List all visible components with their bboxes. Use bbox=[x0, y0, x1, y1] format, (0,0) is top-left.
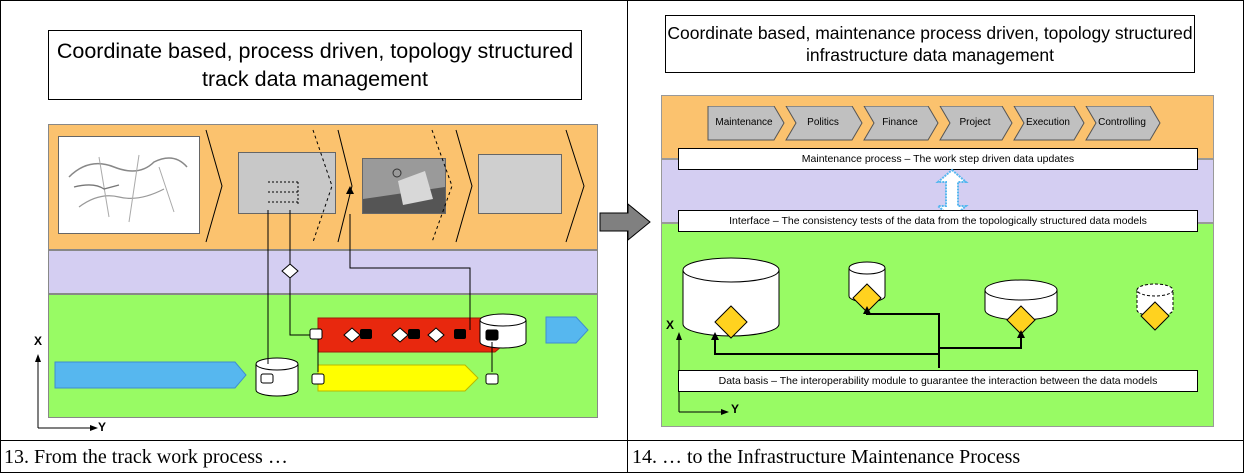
transition-arrow-icon bbox=[599, 202, 651, 242]
right-axis-x-label: X bbox=[666, 318, 675, 332]
caption-divider bbox=[0, 440, 1244, 441]
yellow-track-bar bbox=[317, 364, 479, 392]
left-data-arrow-blue bbox=[54, 361, 247, 389]
left-diagram-graphics bbox=[35, 129, 589, 431]
left-caption: 13. From the track work process … bbox=[4, 446, 288, 468]
left-interface-band bbox=[48, 250, 598, 294]
process-steps bbox=[707, 106, 1161, 141]
maintenance-process-label: Maintenance process – The work step driv… bbox=[678, 148, 1198, 170]
map-thumbnail bbox=[58, 136, 200, 234]
track-photo-icon bbox=[363, 159, 445, 213]
right-database-cylinder bbox=[479, 313, 527, 349]
photo-thumbnail bbox=[362, 158, 446, 214]
left-database-cylinder bbox=[255, 357, 299, 397]
right-title: Coordinate based, maintenance process dr… bbox=[667, 23, 1193, 65]
left-title: Coordinate based, process driven, topolo… bbox=[56, 39, 574, 91]
step-execution: Execution bbox=[1026, 117, 1070, 128]
profile-thumbnail bbox=[478, 154, 562, 214]
chevron-6-icon bbox=[565, 129, 585, 243]
right-data-arrow-blue bbox=[545, 316, 589, 344]
step-politics: Politics bbox=[807, 117, 839, 128]
left-axis-y-label: Y bbox=[98, 420, 107, 434]
left-title-box: Coordinate based, process driven, topolo… bbox=[48, 30, 582, 100]
map-sketch-icon bbox=[68, 154, 188, 223]
chevron-3-icon bbox=[337, 129, 353, 243]
right-axis-y-label: Y bbox=[731, 402, 740, 416]
data-basis-label: Data basis – The interoperability module… bbox=[678, 370, 1198, 392]
chevron-1-icon bbox=[205, 129, 223, 243]
large-database-cylinder bbox=[682, 257, 780, 337]
right-diagram-graphics bbox=[676, 257, 1174, 415]
table-thumbnail bbox=[238, 152, 336, 214]
step-maintenance: Maintenance bbox=[715, 117, 773, 128]
interface-label: Interface – The consistency tests of the… bbox=[678, 210, 1198, 232]
step-finance: Finance bbox=[882, 117, 918, 128]
right-title-box: Coordinate based, maintenance process dr… bbox=[665, 15, 1195, 73]
step-project: Project bbox=[959, 117, 991, 128]
flat-database-cylinder bbox=[984, 279, 1058, 321]
right-caption: 14. … to the Infrastructure Maintenance … bbox=[632, 446, 1021, 468]
chevron-4-icon bbox=[431, 129, 453, 243]
chevron-5-icon bbox=[455, 129, 473, 243]
left-axis-x-label: X bbox=[34, 334, 43, 348]
step-controlling: Controlling bbox=[1098, 117, 1146, 128]
chevron-2-icon bbox=[312, 129, 333, 243]
